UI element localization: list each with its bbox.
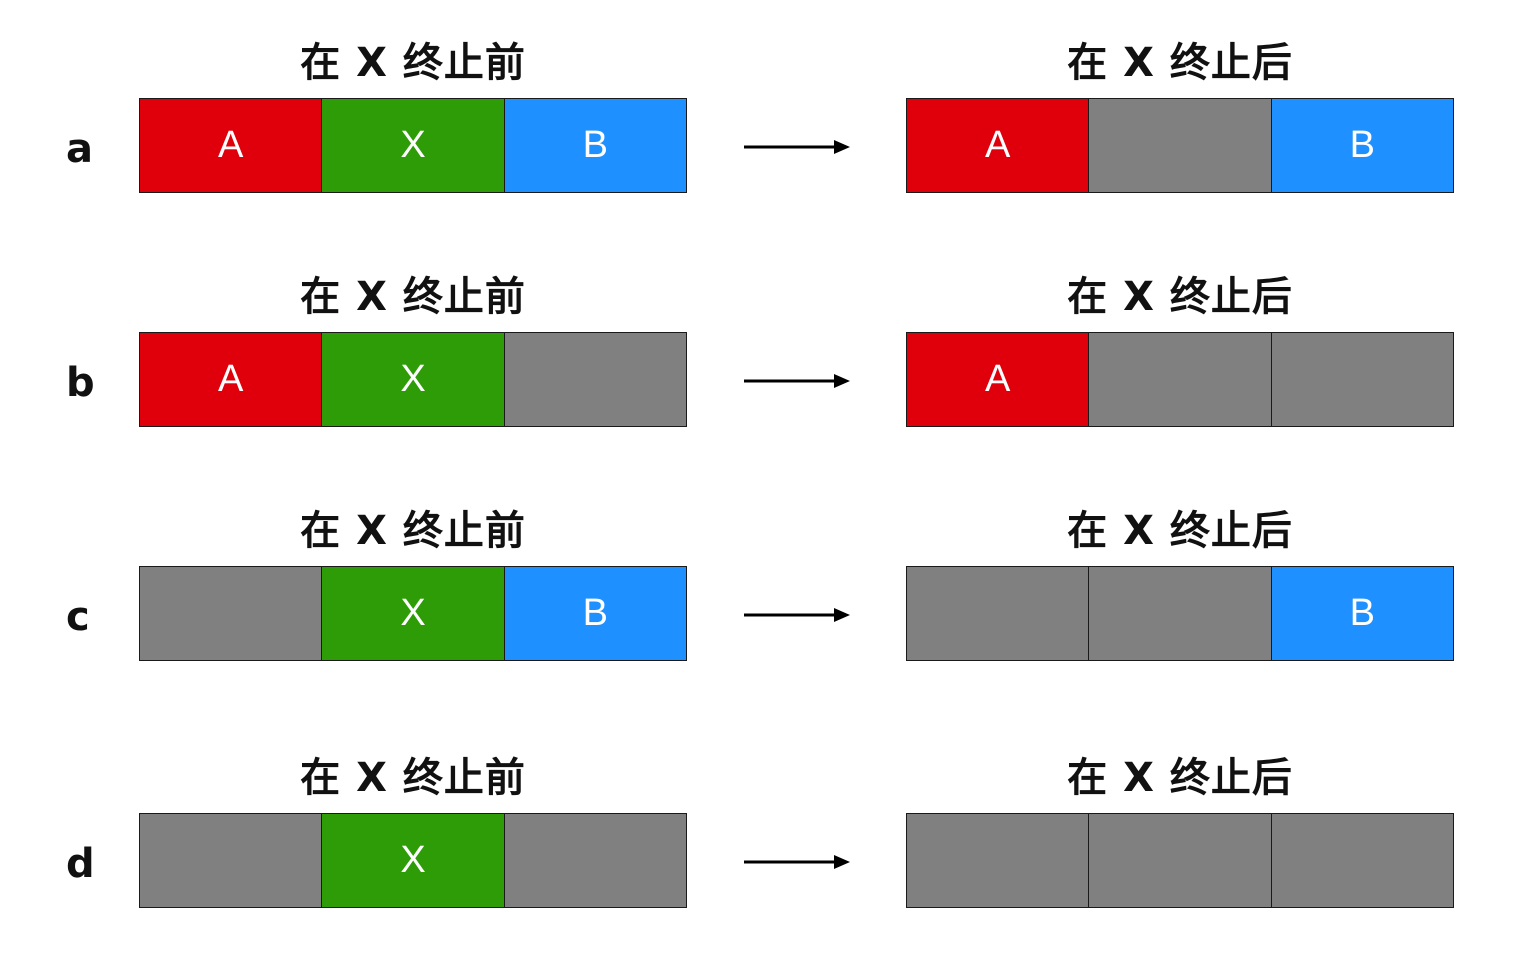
cell-a: A: [907, 99, 1090, 192]
cell-x: X: [322, 567, 505, 660]
bar-after: [906, 813, 1454, 908]
cell-a: A: [140, 333, 323, 426]
caption-before: 在 X 终止前: [300, 755, 526, 801]
empty-cell: [1089, 567, 1272, 660]
caption-after: 在 X 终止后: [1067, 274, 1293, 320]
empty-cell: [140, 814, 323, 907]
cell-b: B: [1271, 567, 1453, 660]
empty-cell: [1089, 333, 1272, 426]
empty-cell: [907, 567, 1090, 660]
row-label: a: [66, 126, 93, 172]
caption-before: 在 X 终止前: [300, 508, 526, 554]
empty-cell: [1271, 814, 1453, 907]
caption-before: 在 X 终止前: [300, 274, 526, 320]
row-label: d: [66, 841, 95, 887]
cell-x: X: [322, 99, 505, 192]
bar-before: X: [139, 813, 687, 908]
arrow-right-icon: [744, 140, 850, 154]
empty-cell: [1089, 814, 1272, 907]
cell-x: X: [322, 814, 505, 907]
cell-x: X: [322, 333, 505, 426]
empty-cell: [504, 814, 686, 907]
row-label: b: [66, 360, 95, 406]
cell-b: B: [504, 99, 686, 192]
arrow-right-icon: [744, 374, 850, 388]
empty-cell: [1089, 99, 1272, 192]
bar-after: A: [906, 332, 1454, 427]
empty-cell: [907, 814, 1090, 907]
bar-after: B: [906, 566, 1454, 661]
empty-cell: [140, 567, 323, 660]
cell-b: B: [504, 567, 686, 660]
caption-after: 在 X 终止后: [1067, 508, 1293, 554]
caption-after: 在 X 终止后: [1067, 40, 1293, 86]
empty-cell: [504, 333, 686, 426]
cell-b: B: [1271, 99, 1453, 192]
cell-a: A: [140, 99, 323, 192]
row-label: c: [66, 594, 90, 640]
arrow-right-icon: [744, 608, 850, 622]
caption-before: 在 X 终止前: [300, 40, 526, 86]
arrow-right-icon: [744, 855, 850, 869]
cell-a: A: [907, 333, 1090, 426]
empty-cell: [1271, 333, 1453, 426]
caption-after: 在 X 终止后: [1067, 755, 1293, 801]
